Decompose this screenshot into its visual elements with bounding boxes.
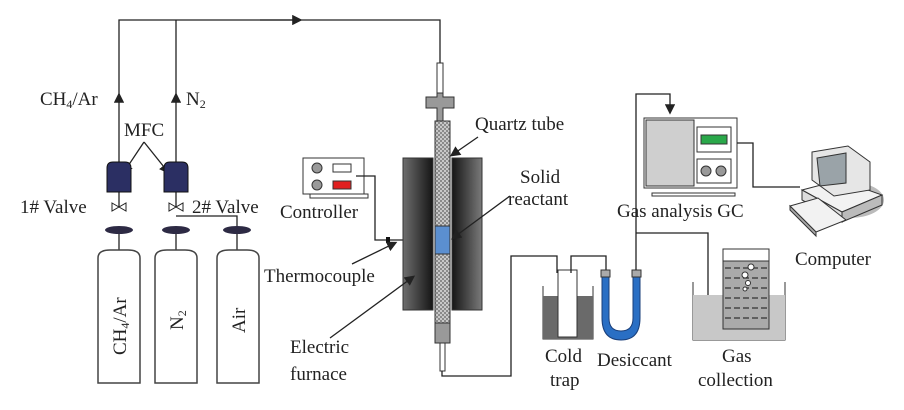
regulator-3 <box>223 226 251 234</box>
gas-collection-label-2: collection <box>698 370 773 391</box>
valve-2-icon[interactable] <box>168 202 184 212</box>
regulator-1 <box>105 226 133 234</box>
gas-analysis-gc <box>643 117 738 197</box>
cylinder-n2-label: N2 <box>167 310 189 330</box>
n2-line-label: N2 <box>186 89 206 111</box>
mfc-1 <box>106 161 132 193</box>
valve-2-label: 2# Valve <box>192 197 259 218</box>
electric-furnace-left <box>402 157 434 311</box>
cylinder-ch4ar <box>97 249 141 384</box>
computer <box>789 145 884 238</box>
regulator-2 <box>162 226 190 234</box>
gc-label: Gas analysis GC <box>617 201 744 222</box>
quartz-tube-label: Quartz tube <box>475 114 564 135</box>
solid-reactant <box>434 225 451 255</box>
controller-label: Controller <box>280 202 359 223</box>
solid-reactant-label-1: Solid <box>520 167 561 188</box>
electric-furnace-label-2: furnace <box>290 364 347 385</box>
gas-collection-label-1: Gas <box>722 346 752 367</box>
valve-1-label: 1# Valve <box>20 197 87 218</box>
valve-1-icon[interactable] <box>111 202 127 212</box>
desiccant-label: Desiccant <box>597 350 673 371</box>
cylinder-air-label: Air <box>229 307 250 333</box>
solid-reactant-label-2: reactant <box>508 189 569 210</box>
gas-lines <box>113 14 441 232</box>
thermocouple-label: Thermocouple <box>264 266 375 287</box>
tube-cap-top <box>425 92 455 122</box>
quartz-tube <box>434 120 451 329</box>
cold-trap-label-1: Cold <box>545 346 582 367</box>
desiccant-u-tube <box>601 271 641 341</box>
gas-collection <box>692 248 786 341</box>
mfc-2 <box>163 161 189 193</box>
electric-furnace-right <box>451 157 483 311</box>
cold-trap <box>542 255 607 340</box>
computer-label: Computer <box>795 249 872 270</box>
cylinder-ch4ar-label: CH4/Ar <box>110 297 132 355</box>
controller <box>302 157 369 199</box>
ch4ar-line-label: CH4/Ar <box>40 89 98 111</box>
cylinder-air <box>216 249 260 384</box>
cylinder-n2 <box>154 249 198 384</box>
electric-furnace-label-1: Electric <box>290 337 349 358</box>
thermocouple-joint <box>386 237 390 243</box>
cold-trap-label-2: trap <box>550 370 580 391</box>
mfc-label: MFC <box>124 120 164 141</box>
